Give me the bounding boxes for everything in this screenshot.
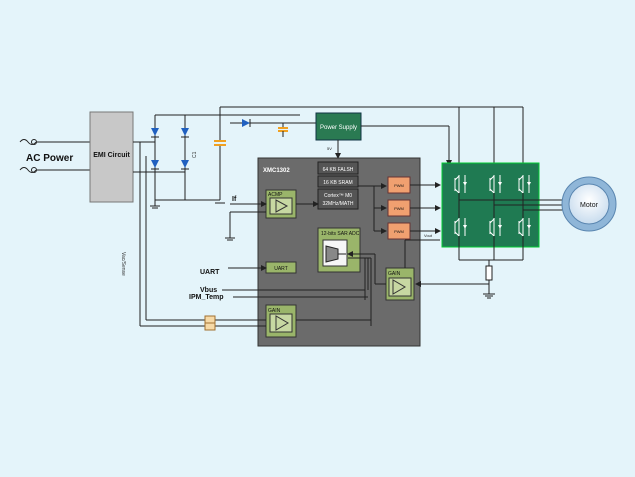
ac-terminal-bottom	[31, 167, 37, 173]
power-supply-label: Power Supply	[320, 125, 357, 131]
sine-wave-icon	[19, 139, 37, 145]
sine-wave-icon	[19, 167, 37, 173]
sense-line-label: Vac/Sense	[120, 252, 126, 276]
core-label: Cortex™ M0	[324, 193, 352, 199]
power-supply-output-label: 5V	[327, 146, 332, 151]
motor: Motor	[561, 176, 617, 232]
adc-mux-icon	[325, 245, 339, 263]
sense-resistor-icon	[204, 322, 216, 331]
mcu-name-label: XMC1302	[263, 168, 290, 174]
flash-label: 64 KB FALSH	[323, 167, 354, 173]
vbus-signal-label: Vbus	[200, 287, 217, 294]
gain-bottom-label: GAIN	[268, 308, 281, 314]
shunt-resistor-icon	[485, 265, 493, 281]
amplifier-icon	[392, 279, 406, 295]
diode-icon	[242, 119, 250, 127]
sense-resistor-icon	[204, 315, 216, 324]
gain-adc-label: GAIN	[388, 271, 401, 277]
uart-signal-label: UART	[200, 269, 220, 276]
gain-amplifier-external: GAIN	[385, 267, 415, 301]
diode-icon	[181, 160, 189, 168]
bridge-rectifier	[150, 114, 300, 209]
bus-capacitor: C1	[185, 115, 226, 204]
pwm-outputs: PWM PWM PWM	[358, 176, 441, 240]
sram-label: 16 KB SRAM	[323, 180, 352, 186]
igbt-diode-icons	[463, 182, 531, 229]
pwm-label: PWM	[394, 229, 404, 234]
if-signal-label: If	[232, 196, 237, 203]
amplifier-icon	[275, 315, 289, 331]
ipm-temp-signal-label: IPM_Temp	[189, 294, 224, 301]
capacitor-label: C1	[192, 151, 198, 158]
ac-terminal-top	[31, 139, 37, 145]
core-clock-label: 32MHz/MATH	[322, 201, 353, 207]
emi-circuit-label: EMI Circuit	[93, 152, 130, 159]
motor-label: Motor	[580, 202, 599, 209]
diode-icon	[181, 128, 189, 136]
phase-current-label: Vout	[424, 233, 433, 238]
pwm-label: PWM	[394, 183, 404, 188]
ac-power-label: AC Power	[26, 153, 73, 164]
diode-icon	[151, 128, 159, 136]
power-supply-block: Power Supply	[315, 112, 362, 141]
uart-block-label: UART	[274, 266, 288, 272]
ac-power-source: AC Power	[19, 139, 90, 173]
adc-label: 12-bits SAR ADC	[321, 231, 360, 237]
pwm-label: PWM	[394, 206, 404, 211]
diode-icon	[151, 160, 159, 168]
emi-circuit-block: EMI Circuit	[89, 111, 134, 203]
comparator-icon	[275, 199, 289, 213]
acmp-label: ACMP	[268, 192, 283, 198]
